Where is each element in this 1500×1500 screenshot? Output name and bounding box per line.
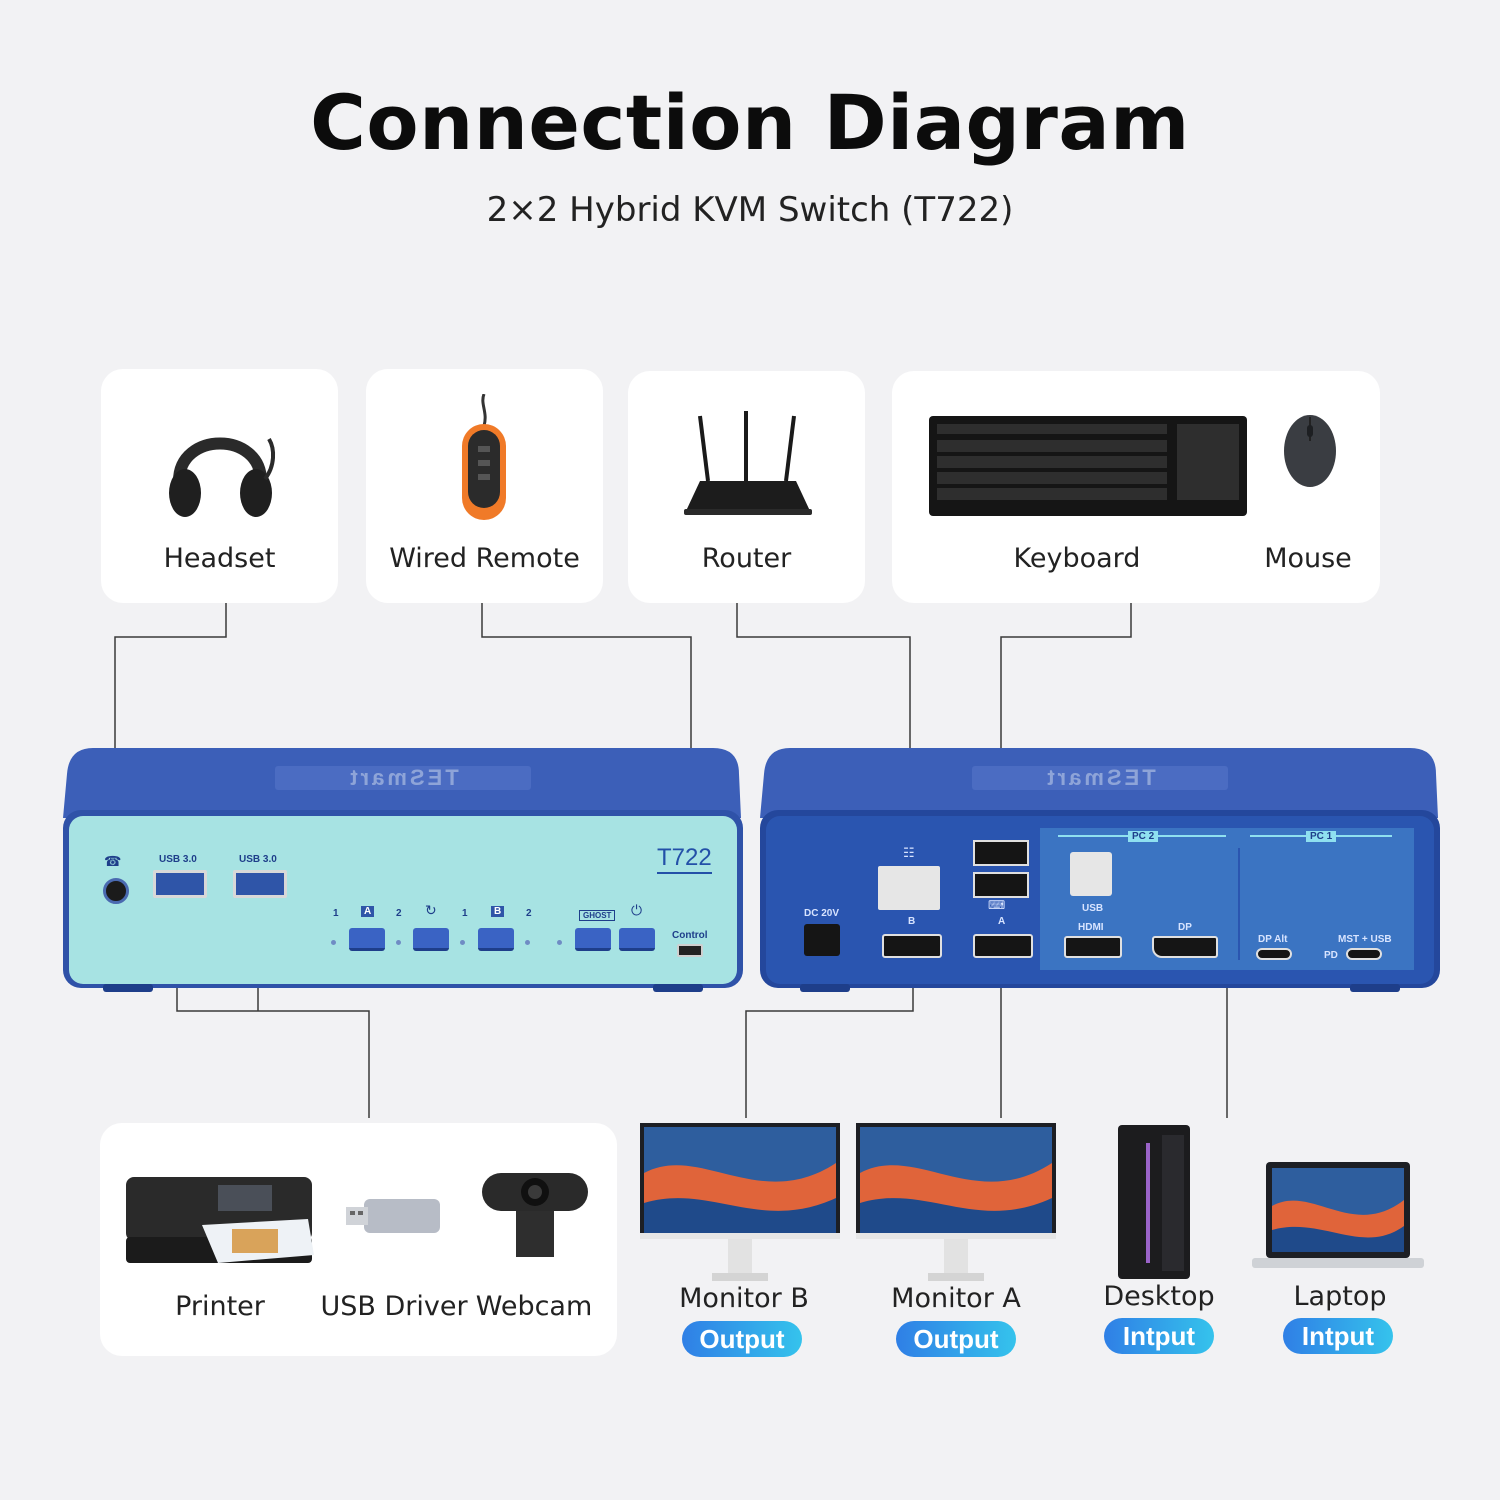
monitor-a-role-badge: Output	[896, 1321, 1016, 1357]
hdmi-label: HDMI	[1078, 922, 1104, 933]
led-3	[460, 940, 465, 945]
lan-port[interactable]	[878, 866, 940, 910]
monitor-b-label: Monitor B	[679, 1283, 809, 1314]
monitor-a-label: Monitor A	[891, 1283, 1021, 1314]
usb-label: USB	[1082, 903, 1104, 914]
group-b-label: B	[491, 906, 505, 917]
usb-c-dp-alt-port[interactable]	[1256, 948, 1292, 960]
button-power[interactable]	[619, 928, 655, 951]
brand-logo: TESmart	[347, 765, 459, 790]
sync-icon: ↻	[425, 903, 437, 919]
usb-c-mst-port[interactable]	[1346, 948, 1382, 960]
usb-port-left[interactable]	[153, 870, 207, 898]
page-title: Connection Diagram	[310, 78, 1190, 167]
lan-icon: ☷	[903, 846, 915, 861]
dc-port[interactable]	[804, 924, 840, 956]
model-badge: T722	[657, 844, 712, 874]
group-b-num-2: 2	[526, 908, 532, 919]
button-ghost[interactable]	[575, 928, 611, 951]
led-1	[331, 940, 336, 945]
front-chassis	[63, 748, 743, 992]
monitor-b-role-badge: Output	[682, 1321, 802, 1357]
pc2-label: PC 2	[1128, 831, 1159, 842]
wired-remote-card: Wired Remote	[366, 369, 603, 603]
mouse-icon	[1284, 415, 1336, 487]
control-port[interactable]	[677, 944, 703, 957]
laptop-role-badge: Intput	[1283, 1318, 1393, 1354]
headset-jack-icon: ☎	[104, 854, 122, 870]
button-b[interactable]	[478, 928, 514, 951]
page-subtitle: 2×2 Hybrid KVM Switch (T722)	[486, 190, 1014, 230]
group-a-num-1: 1	[333, 908, 339, 919]
keyboard-mouse-icon: ⌨	[988, 898, 1006, 912]
webcam-icon	[482, 1173, 588, 1257]
desktop-role-badge: Intput	[1104, 1318, 1214, 1354]
port-a-label: A	[998, 916, 1006, 927]
headset-icon	[169, 437, 276, 517]
printer-icon	[126, 1177, 314, 1263]
laptop-icon	[1252, 1162, 1424, 1268]
dp-port[interactable]	[1152, 936, 1218, 958]
printer-label: Printer	[175, 1291, 265, 1322]
led-2	[396, 940, 401, 945]
laptop-label: Laptop	[1293, 1281, 1387, 1312]
group-b-num-1: 1	[462, 908, 468, 919]
led-4	[525, 940, 530, 945]
ghost-label: GHOST	[579, 910, 616, 921]
usb-port-right[interactable]	[233, 870, 287, 898]
dc-label: DC 20V	[804, 908, 840, 919]
wired-remote-icon	[462, 394, 506, 520]
button-sync[interactable]	[413, 928, 449, 951]
headset-label: Headset	[163, 543, 276, 574]
headset-card: Headset	[101, 369, 338, 603]
router-card: Router	[628, 371, 865, 603]
kvm-rear-unit: TESmart PC 2 PC 1 DC 20V ☷ B ⌨ A USB HDM…	[760, 748, 1440, 993]
button-a[interactable]	[349, 928, 385, 951]
group-a-num-2: 2	[396, 908, 402, 919]
dp-label: DP	[1178, 922, 1192, 933]
hdmi-port-pc2[interactable]	[1064, 936, 1122, 958]
hdmi-port-b[interactable]	[882, 934, 942, 958]
dp-alt-label: DP Alt	[1258, 934, 1288, 945]
keyboard-label: Keyboard	[1013, 543, 1141, 574]
kvm-front-unit: TESmart ☎ USB 3.0 USB 3.0 T722 1 A 2 ↻ 1…	[63, 748, 743, 993]
usb-drive-icon	[346, 1199, 440, 1233]
keyboard-icon	[929, 416, 1247, 516]
pc1-label: PC 1	[1306, 831, 1337, 842]
hdmi-port-a[interactable]	[973, 934, 1033, 958]
port-b-label: B	[908, 916, 916, 927]
monitor-b-icon	[640, 1123, 840, 1281]
usb-left-label: USB 3.0	[159, 854, 197, 865]
usb-right-label: USB 3.0	[239, 854, 277, 865]
pd-label: PD	[1324, 950, 1338, 961]
usb-port-rear-2[interactable]	[973, 872, 1029, 898]
usb-peripherals-card: Printer USB Driver Webcam	[100, 1123, 617, 1356]
desktop-icon	[1118, 1125, 1190, 1279]
group-a-label: A	[361, 906, 375, 917]
control-label: Control	[672, 930, 708, 941]
desktop-label: Desktop	[1103, 1281, 1215, 1312]
router-icon	[684, 411, 812, 515]
headset-jack[interactable]	[103, 878, 129, 904]
led-5	[557, 940, 562, 945]
usb-drive-label: USB Driver	[320, 1291, 468, 1322]
rear-brand-logo: TESmart	[1044, 765, 1156, 790]
monitor-a-icon	[856, 1123, 1056, 1281]
wired-remote-label: Wired Remote	[389, 543, 580, 574]
keyboard-mouse-card: Keyboard Mouse	[892, 371, 1380, 603]
usb-b-port[interactable]	[1070, 852, 1112, 896]
mouse-label: Mouse	[1264, 543, 1352, 574]
router-label: Router	[701, 543, 792, 574]
webcam-label: Webcam	[475, 1291, 593, 1322]
usb-port-rear-1[interactable]	[973, 840, 1029, 866]
power-icon: ⏻	[631, 903, 643, 919]
mst-usb-label: MST + USB	[1338, 934, 1392, 945]
